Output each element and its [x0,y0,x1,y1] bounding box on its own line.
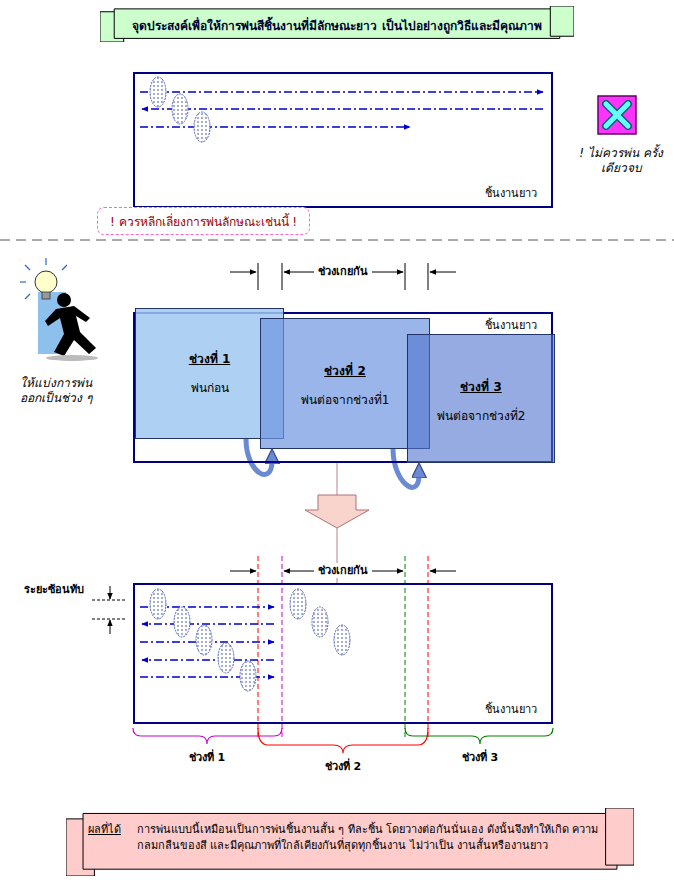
section-brace [405,728,553,744]
node-text: ชิ้นงานยาว [485,184,537,202]
spray-pattern [196,625,212,655]
node-body-text: พ่นต่อจากช่วงที่2 [437,406,526,425]
idea-figure [42,292,50,299]
title-text: จุดประสงค์เพื่อให้การพ่นสีชิ้นงานที่มีลั… [132,18,541,34]
wrong-icon [606,104,628,126]
idea-figure [20,281,26,282]
idea-figure [62,265,67,270]
overlap-dimension [282,263,283,290]
section-brace [258,728,428,753]
separator-line [0,240,674,241]
warning-callout: ! ควรหลีกเลี่ยงการพ่นลักษณะเช่นนี้ ! [97,207,310,235]
overlap-dimension [230,571,256,572]
block-arrow [305,495,369,528]
idea-figure [45,258,46,265]
spray-paths-sectioned [142,623,274,624]
dimension-label: ช่วงเกยกัน [314,264,372,279]
wrong-icon [606,104,628,126]
wrong-icon [598,96,636,134]
overlap-dimension [258,263,259,290]
node-text: ช่วงที่ 2 [324,361,366,380]
spray-pattern [290,589,306,619]
node-body-text: พ่นต่อจากช่วงที่1 [301,390,390,409]
spray-paths-single-pass [142,108,543,109]
scroll-body [83,813,617,869]
workpiece-box: ชิ้นงานยาว [133,583,553,724]
spray-pattern [334,625,350,655]
connector-line [337,463,338,495]
spray-pattern [150,589,350,691]
spray-overlap-dimension [110,620,111,634]
overlap-dimension [430,571,456,572]
idea-figure [20,258,98,361]
wrong-icon [606,104,628,126]
spray-overlap-dimension [92,600,126,601]
node-body-text: พ่นก่อน [191,378,229,397]
idea-figure [20,258,67,299]
spray-section: ช่วงที่ 2 พ่นต่อจากช่วงที่1 [260,318,430,449]
overlap-dimension [405,263,406,290]
workpiece-box: ชิ้นงานยาวช่วงที่ 1 พ่นก่อน ช่วงที่ 2 พ่นต่… [133,312,553,463]
title-banner: จุดประสงค์เพื่อให้การพ่นสีชิ้นงานที่มีลั… [100,6,574,42]
spray-paths-single-pass [140,91,543,92]
idea-figure [25,294,30,299]
spray-pattern [218,643,234,673]
section-brace [133,728,282,744]
spray-pattern [174,607,190,637]
idea-figure [46,355,98,361]
idea-figure [45,306,96,356]
spray-overlap-dimension [92,586,126,634]
scroll-roll [550,6,574,36]
result-scroll: ผลที่ได้ การพ่นแบบนี้เหมือนเป็นการพ่นชิ้น… [66,808,634,876]
wrong-icon [606,104,628,126]
overlap-dimension [428,263,429,290]
dimension-label: ช่วงที่ 3 [462,750,498,765]
spray-pattern [150,77,166,107]
node-text: ! ควรหลีกเลี่ยงการพ่นลักษณะเช่นนี้ ! [110,212,297,231]
section-brace [133,728,553,753]
spray-pattern [194,112,210,142]
node-text: ผลที่ได้ [88,822,121,838]
separator-line [0,240,674,241]
spray-section: ช่วงที่ 3 พ่นต่อจากช่วงที่2 [407,334,555,463]
scroll-body [114,9,560,39]
dimension-label: ช่วงที่ 2 [325,759,361,774]
spray-pattern [312,607,328,637]
node-text: ชิ้นงานยาว [485,316,537,334]
node-text: ช่วงที่ 3 [460,377,502,396]
node-text: ช่วงที่ 1 [189,349,231,368]
spray-pattern [240,661,256,691]
node-text: ชิ้นงานยาว [485,700,537,718]
idea-figure [25,265,30,270]
workpiece-box: ชิ้นงานยาว [133,72,553,208]
wrong-icon [598,96,636,134]
spray-pattern [150,77,210,142]
overlap-dimension [230,263,456,290]
overlap-dimension [230,272,256,273]
idea-figure [35,271,57,293]
spray-pattern [150,589,166,619]
scroll-roll [606,808,634,865]
spray-paths-single-pass [140,126,410,127]
note-label: ให้แบ่งการพ่น ออกเป็นช่วง ๆ [8,376,104,406]
note-label: ! ไม่ควรพ่น ครั้งเดียวจบ [578,146,664,176]
spray-overlap-dimension [110,586,111,599]
dimension-label: ระยะซ้อนทับ [24,582,84,597]
dimension-label: ช่วงเกยกัน [314,563,372,578]
node-body-text: การพ่นแบบนี้เหมือนเป็นการพ่นชิ้นงานสั้น … [137,822,600,854]
idea-figure [57,293,71,307]
spray-paths-sectioned [142,659,274,660]
spray-overlap-dimension [92,619,126,620]
overlap-dimension [430,272,456,273]
dimension-label: ช่วงที่ 1 [189,750,225,765]
spray-pattern [172,94,188,124]
